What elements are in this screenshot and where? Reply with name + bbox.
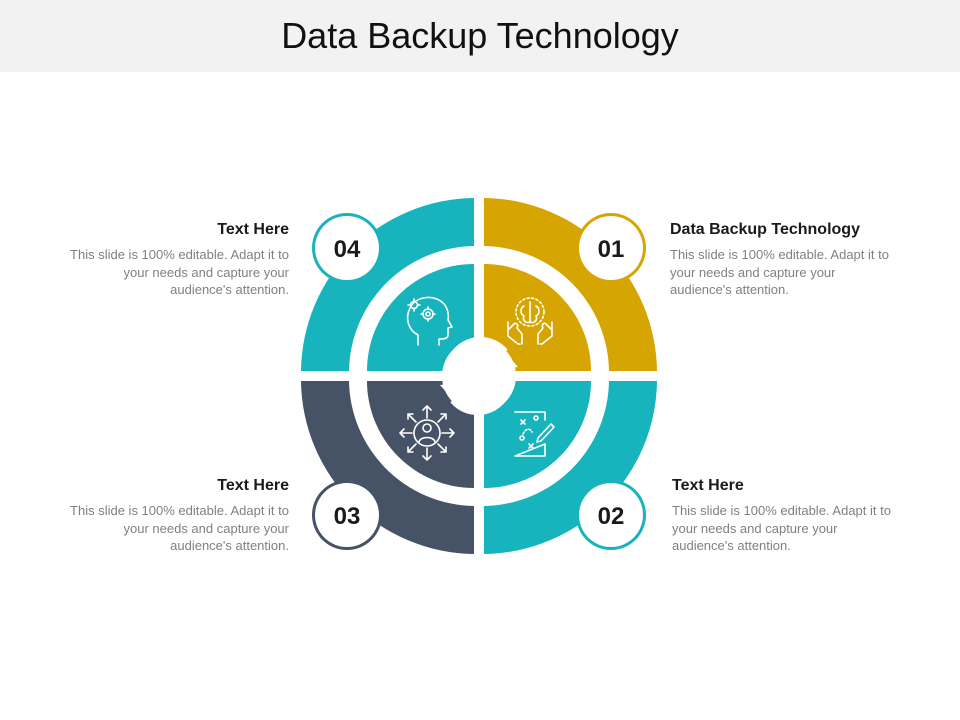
badge-04: 04 bbox=[312, 213, 382, 283]
outer-segment-02 bbox=[484, 381, 657, 554]
callout-04-heading: Text Here bbox=[217, 221, 289, 238]
callout-04-body: This slide is 100% editable. Adapt it to… bbox=[70, 247, 289, 297]
badge-01-number: 01 bbox=[598, 236, 625, 263]
badge-03-number: 03 bbox=[334, 503, 361, 530]
inner-segment-02 bbox=[484, 381, 591, 488]
callout-03: Text Here This slide is 100% editable. A… bbox=[59, 476, 289, 555]
strategy-plan-icon bbox=[514, 411, 555, 457]
refresh-arrows bbox=[440, 336, 518, 416]
callout-01: Data Backup Technology This slide is 100… bbox=[670, 220, 900, 299]
callout-02-heading: Text Here bbox=[672, 477, 744, 494]
badge-01: 01 bbox=[576, 213, 646, 283]
callout-02-body: This slide is 100% editable. Adapt it to… bbox=[672, 503, 891, 553]
inner-segment-04 bbox=[367, 264, 474, 371]
badge-02: 02 bbox=[576, 480, 646, 550]
badge-03: 03 bbox=[312, 480, 382, 550]
badge-04-number: 04 bbox=[334, 236, 361, 263]
title-bar: Data Backup Technology bbox=[0, 0, 960, 72]
callout-04: Text Here This slide is 100% editable. A… bbox=[59, 220, 289, 299]
head-gears-icon bbox=[406, 296, 453, 346]
inner-segment-01 bbox=[484, 264, 591, 371]
callout-03-heading: Text Here bbox=[217, 477, 289, 494]
outer-segment-04 bbox=[301, 198, 474, 371]
user-network-icon bbox=[399, 405, 455, 461]
callout-02: Text Here This slide is 100% editable. A… bbox=[672, 476, 902, 555]
outer-segment-03 bbox=[301, 381, 474, 554]
callout-01-body: This slide is 100% editable. Adapt it to… bbox=[670, 247, 889, 297]
inner-segment-03 bbox=[367, 381, 474, 488]
page-title: Data Backup Technology bbox=[281, 15, 679, 56]
callout-03-body: This slide is 100% editable. Adapt it to… bbox=[70, 503, 289, 553]
outer-segment-01 bbox=[484, 198, 657, 371]
callout-01-heading: Data Backup Technology bbox=[670, 221, 860, 238]
brain-in-hands-icon bbox=[507, 297, 553, 345]
badge-02-number: 02 bbox=[598, 503, 625, 530]
